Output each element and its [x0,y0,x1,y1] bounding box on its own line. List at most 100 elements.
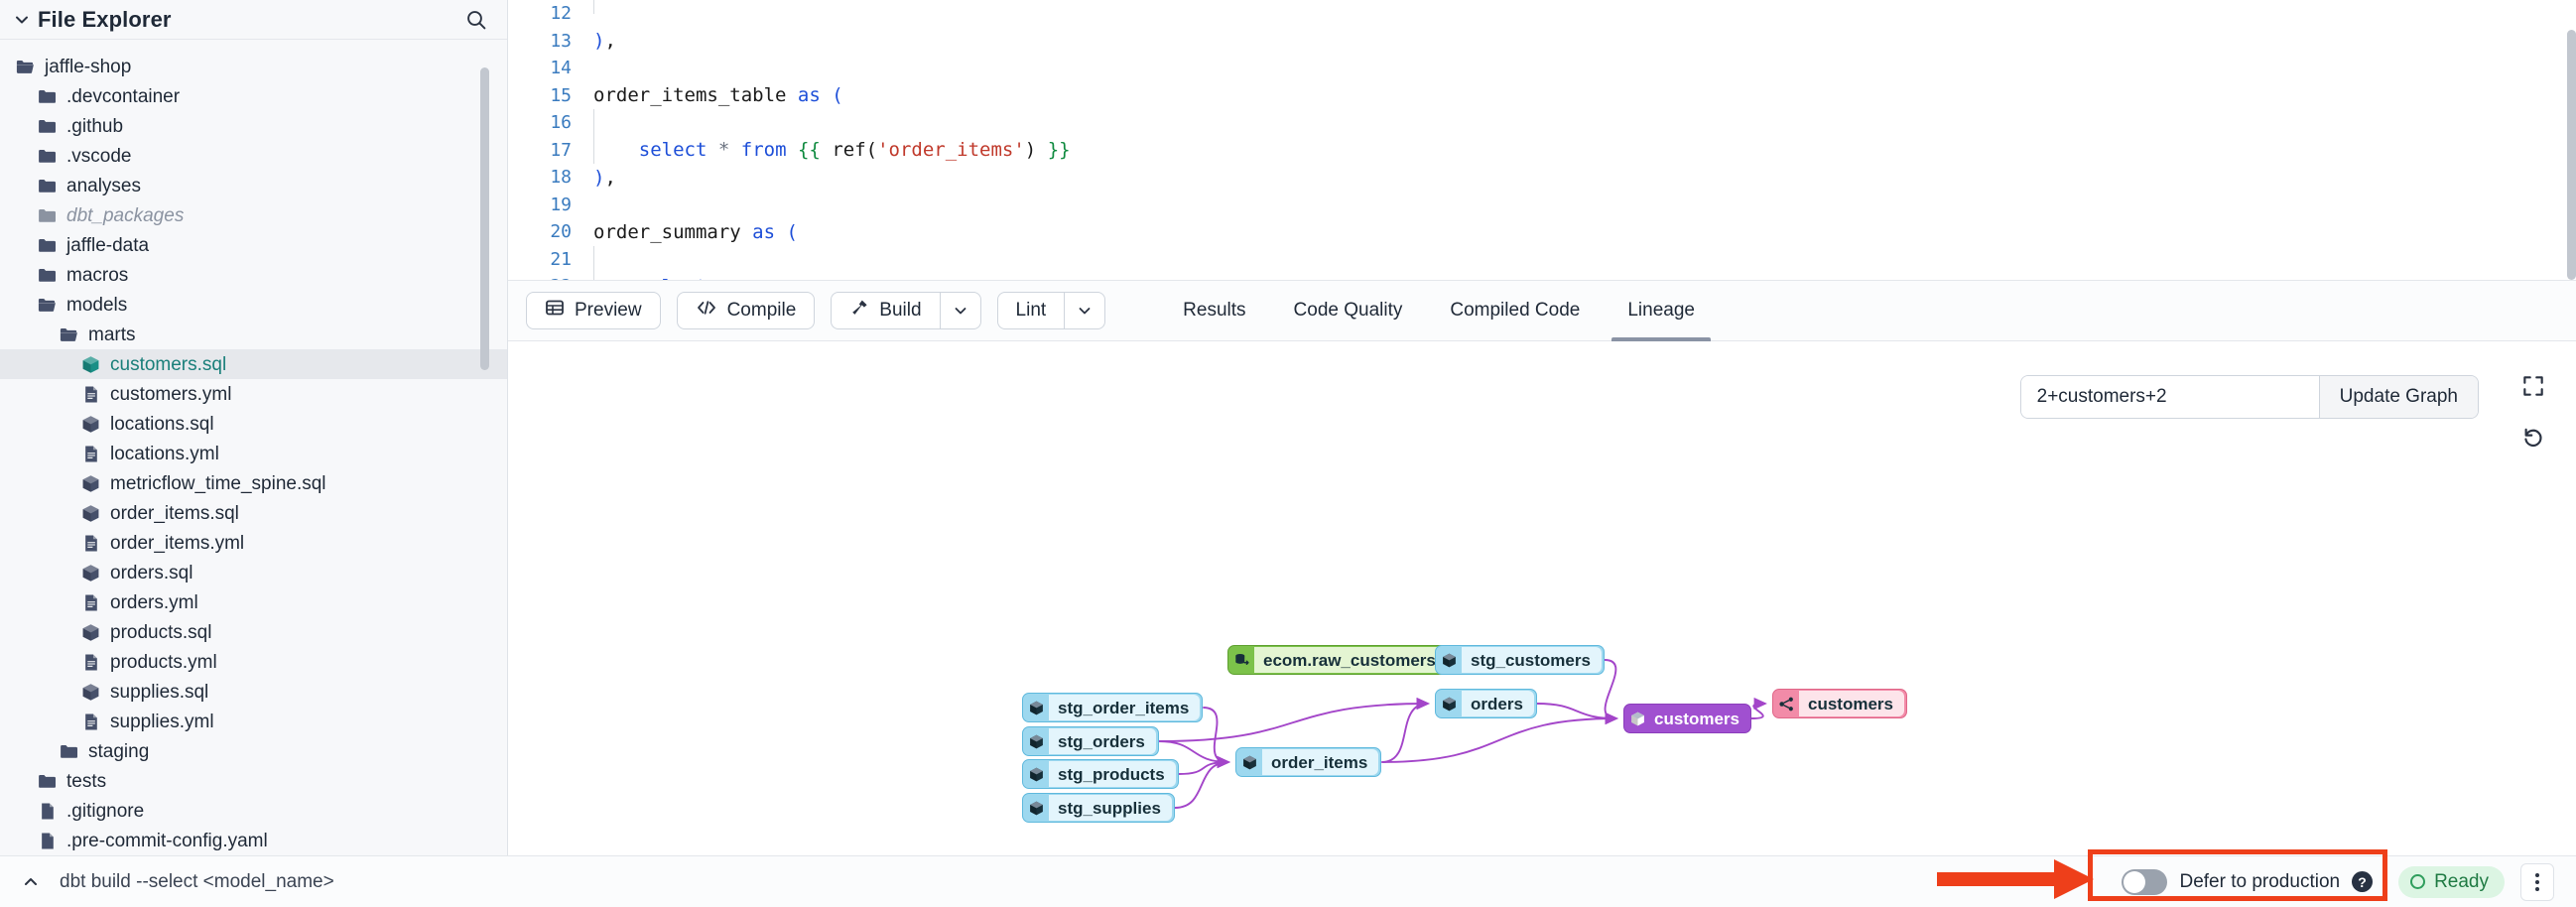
lineage-node-stg-customers[interactable]: stg_customers [1435,645,1605,675]
file-tree-item-locations-yml[interactable]: locations.yml [0,439,507,468]
lineage-node-label: customers [1799,691,1904,716]
lineage-edge [1178,755,1230,775]
lineage-node-customers-model[interactable]: customers [1623,704,1751,733]
lineage-edge [1750,697,1767,719]
file-tree-item-label: customers.sql [110,353,227,375]
chevron-down-icon[interactable] [14,12,30,28]
build-button[interactable]: Build [831,292,940,329]
file-tree-item-macros[interactable]: macros [0,260,507,290]
file-tree-item-gitignore[interactable]: .gitignore [0,796,507,826]
build-button-label: Build [879,300,922,321]
folder-icon [36,264,58,286]
sidebar-scrollbar[interactable] [480,67,489,370]
search-icon[interactable] [463,7,489,33]
lineage-graph-canvas[interactable]: Update Graph ecom.raw_cus [508,341,2576,855]
file-tree-item-orders-sql[interactable]: orders.sql [0,558,507,587]
folder-icon [36,85,58,107]
lineage-node-label: stg_customers [1462,647,1602,673]
build-dropdown-caret[interactable] [939,292,981,329]
lineage-node-order-items[interactable]: order_items [1235,747,1382,777]
code-brackets-icon [696,298,717,324]
yaml-file-icon [79,711,101,732]
lineage-node-orders[interactable]: orders [1435,689,1537,718]
file-tree-item-tests[interactable]: tests [0,766,507,796]
folder-icon [36,204,58,226]
file-tree-item-customers-sql[interactable]: customers.sql [0,349,507,379]
tab-lineage[interactable]: Lineage [1604,280,1719,341]
file-tree-item-dbt-packages[interactable]: dbt_packages [0,200,507,230]
file-tree-item-analyses[interactable]: analyses [0,171,507,200]
file-tree-item-staging[interactable]: staging [0,736,507,766]
tab-compiled-code[interactable]: Compiled Code [1450,300,1581,321]
file-tree-item-products-yml[interactable]: products.yml [0,647,507,677]
more-vertical-icon[interactable] [2520,862,2554,901]
file-tree-item-metricflow-time-spine-sql[interactable]: metricflow_time_spine.sql [0,468,507,498]
line-number: 22 [508,276,593,280]
file-tree-item-supplies-yml[interactable]: supplies.yml [0,707,507,736]
database-source-icon [1228,645,1254,675]
editor-scrollbar[interactable] [2567,30,2576,280]
help-question-icon[interactable]: ? [2352,871,2374,892]
preview-button[interactable]: Preview [526,292,661,329]
tab-code-quality[interactable]: Code Quality [1293,300,1403,321]
file-tree-item-customers-yml[interactable]: customers.yml [0,379,507,409]
file-tree-item-label: customers.yml [110,383,232,405]
preview-button-label: Preview [575,300,642,321]
file-tree-item-orders-yml[interactable]: orders.yml [0,587,507,617]
reset-rotate-icon[interactable] [2518,423,2548,453]
lineage-node-stg-order-items[interactable]: stg_order_items [1022,693,1204,722]
table-grid-icon [545,298,565,324]
file-tree-item-pre-commit-config-yaml[interactable]: .pre-commit-config.yaml [0,826,507,855]
file-explorer-header[interactable]: File Explorer [0,0,507,40]
file-tree-item-jaffle-shop[interactable]: jaffle-shop [0,52,507,81]
file-tree-item-label: jaffle-data [66,234,150,256]
file-tree-item-devcontainer[interactable]: .devcontainer [0,81,507,111]
folder-icon [36,115,58,137]
code-line: 19 [508,192,2576,219]
lineage-edge [1604,659,1618,725]
file-tree-item-label: .devcontainer [66,85,181,107]
cube-model-icon [1023,759,1049,789]
lineage-node-label: stg_orders [1049,728,1156,754]
tab-results[interactable]: Results [1183,300,1246,321]
lineage-edge [1381,712,1618,763]
defer-to-production-control[interactable]: Defer to production ? [2112,863,2383,901]
file-tree-item-order-items-yml[interactable]: order_items.yml [0,528,507,558]
file-tree-item-vscode[interactable]: .vscode [0,141,507,171]
file-tree-item-supplies-sql[interactable]: supplies.sql [0,677,507,707]
result-tabs: Results Code Quality Compiled Code Lineage [1159,280,1719,341]
command-hint-text: dbt build --select <model_name> [60,870,334,892]
file-tree-item-locations-sql[interactable]: locations.sql [0,409,507,439]
code-line: 16 [508,109,2576,137]
graph-selector-input[interactable] [2020,376,2319,418]
build-button-group: Build [831,292,981,329]
lineage-edge [1203,707,1230,769]
file-tree-item-marts[interactable]: marts [0,320,507,349]
file-tree-item-jaffle-data[interactable]: jaffle-data [0,230,507,260]
lineage-node-ecom-raw-customers[interactable]: ecom.raw_customers [1227,645,1450,675]
hammer-icon [849,298,869,324]
file-tree-item-order-items-sql[interactable]: order_items.sql [0,498,507,528]
code-text: select * from {{ ref('order_items') }} [638,139,1071,162]
file-tree-item-label: macros [66,264,129,286]
lineage-node-stg-supplies[interactable]: stg_supplies [1022,793,1175,823]
lineage-node-stg-products[interactable]: stg_products [1022,759,1179,789]
cube-model-icon [79,681,101,703]
compile-button[interactable]: Compile [676,292,816,329]
file-tree-item-models[interactable]: models [0,290,507,320]
lint-dropdown-caret[interactable] [1064,292,1106,329]
lint-button[interactable]: Lint [996,292,1065,329]
file-tree-item-products-sql[interactable]: products.sql [0,617,507,647]
chevron-up-icon[interactable] [16,867,46,897]
lineage-node-customers-exposure[interactable]: customers [1772,689,1907,718]
expand-fullscreen-icon[interactable] [2518,371,2548,401]
file-tree-item-label: .github [66,115,124,137]
defer-to-production-toggle[interactable] [2122,868,2168,895]
update-graph-button[interactable]: Update Graph [2318,376,2478,418]
lineage-node-stg-orders[interactable]: stg_orders [1022,726,1159,756]
folder-icon [58,740,79,762]
file-tree-item-github[interactable]: .github [0,111,507,141]
